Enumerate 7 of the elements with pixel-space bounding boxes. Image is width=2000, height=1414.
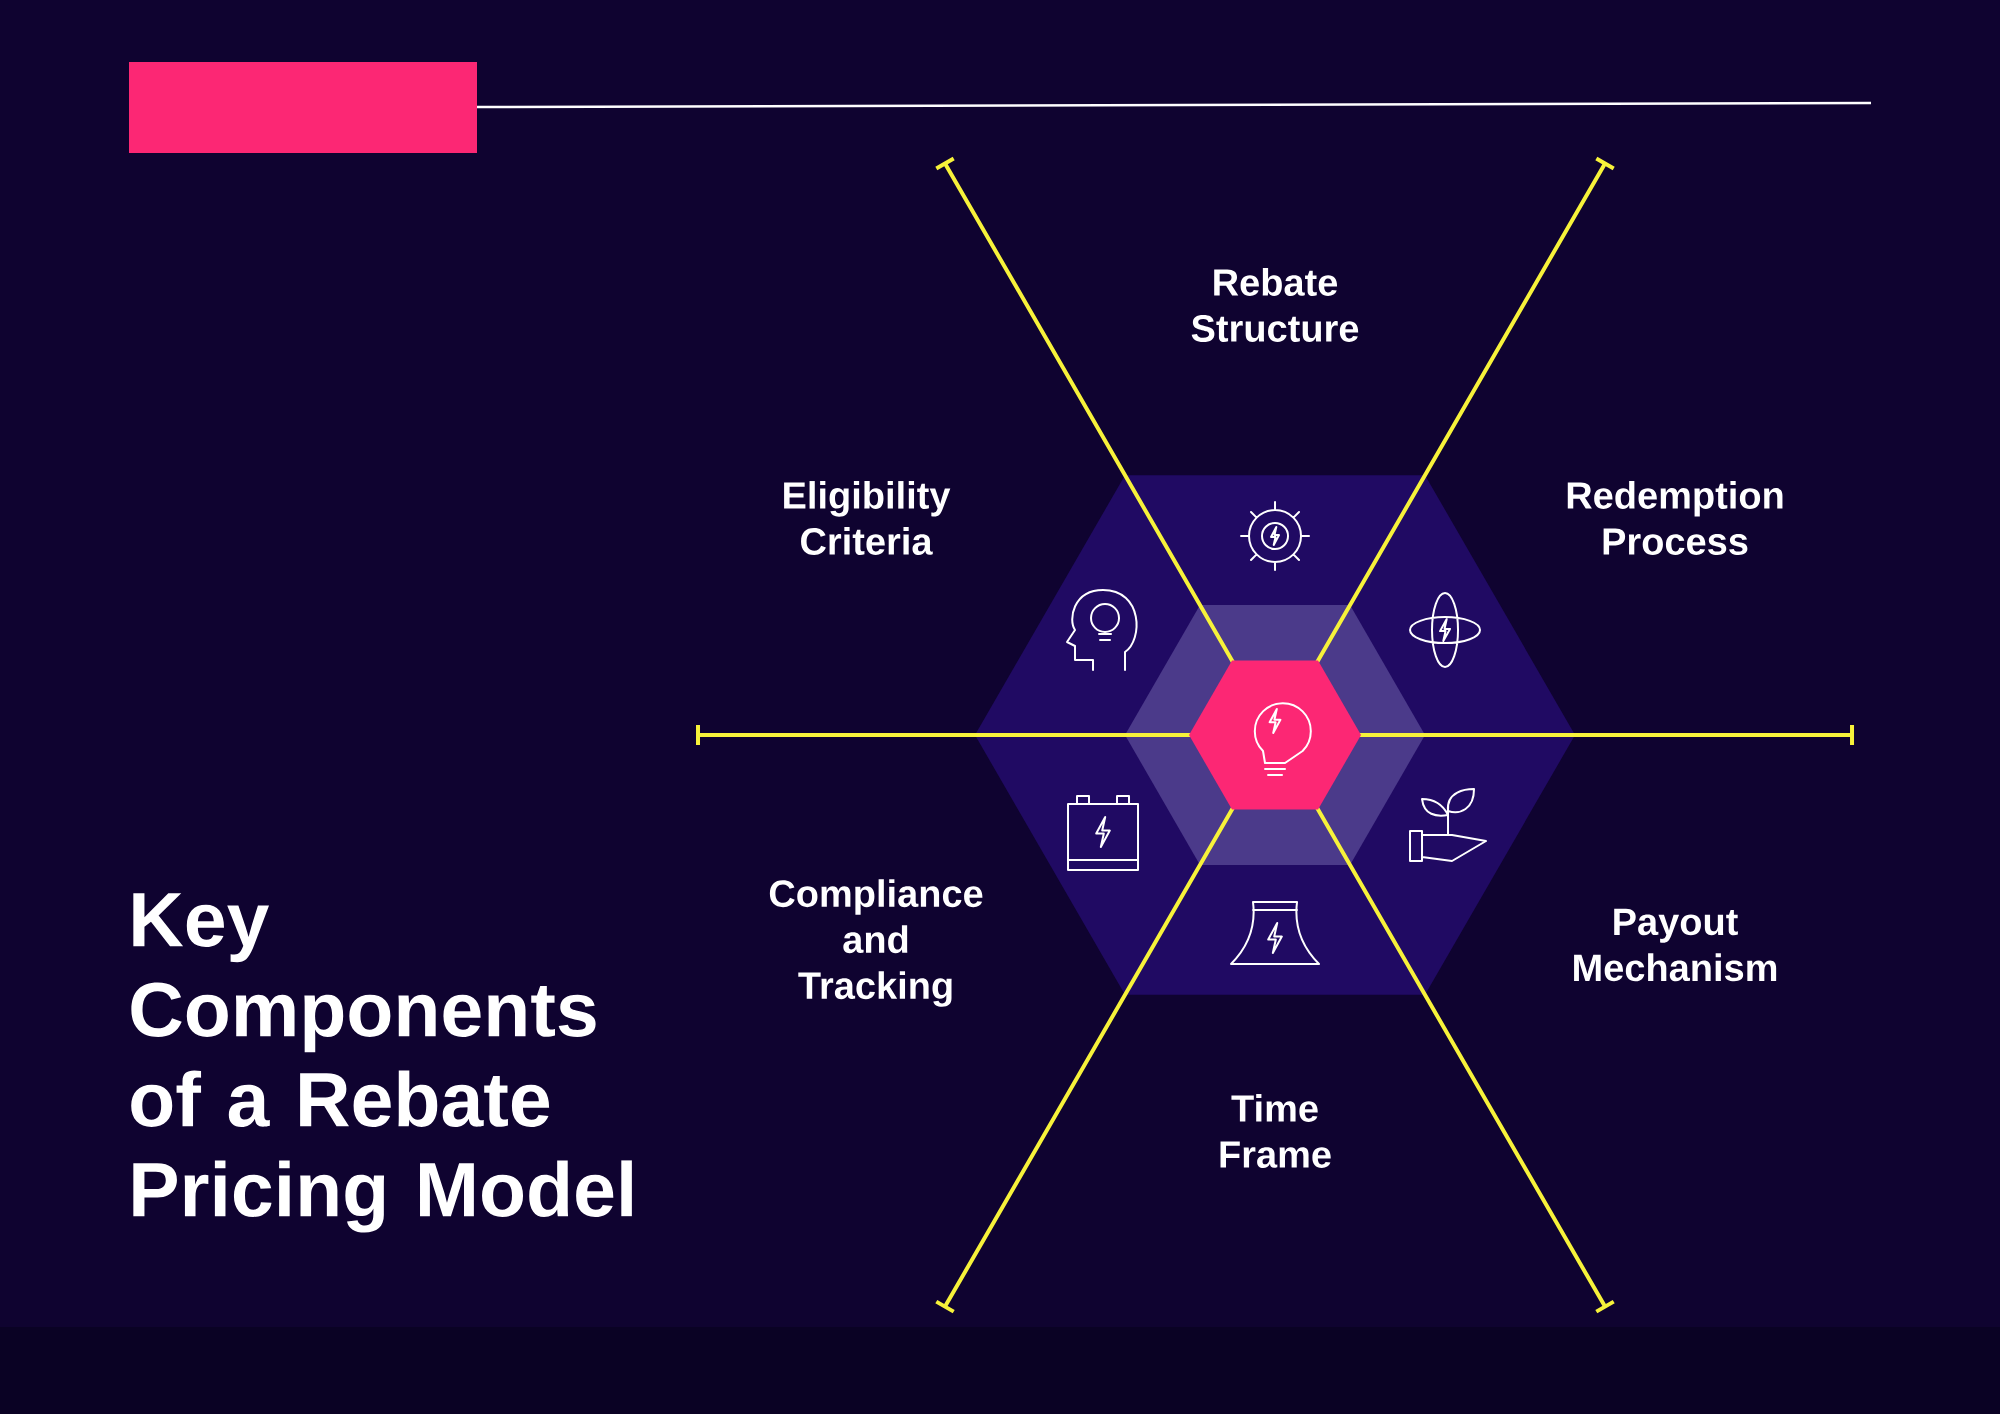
segment-label: Redemption Process <box>1567 481 1783 555</box>
title: Key Components of a Rebate Pricing Model <box>131 893 632 1233</box>
segment-label: Payout Mechanism <box>1574 908 1777 982</box>
segment-label: Compliance and Tracking <box>769 879 983 1007</box>
segment-label: Rebate Structure <box>1191 268 1359 342</box>
segment-label: Time Frame <box>1220 1094 1331 1168</box>
segment-label: Eligibility Criteria <box>784 481 951 555</box>
